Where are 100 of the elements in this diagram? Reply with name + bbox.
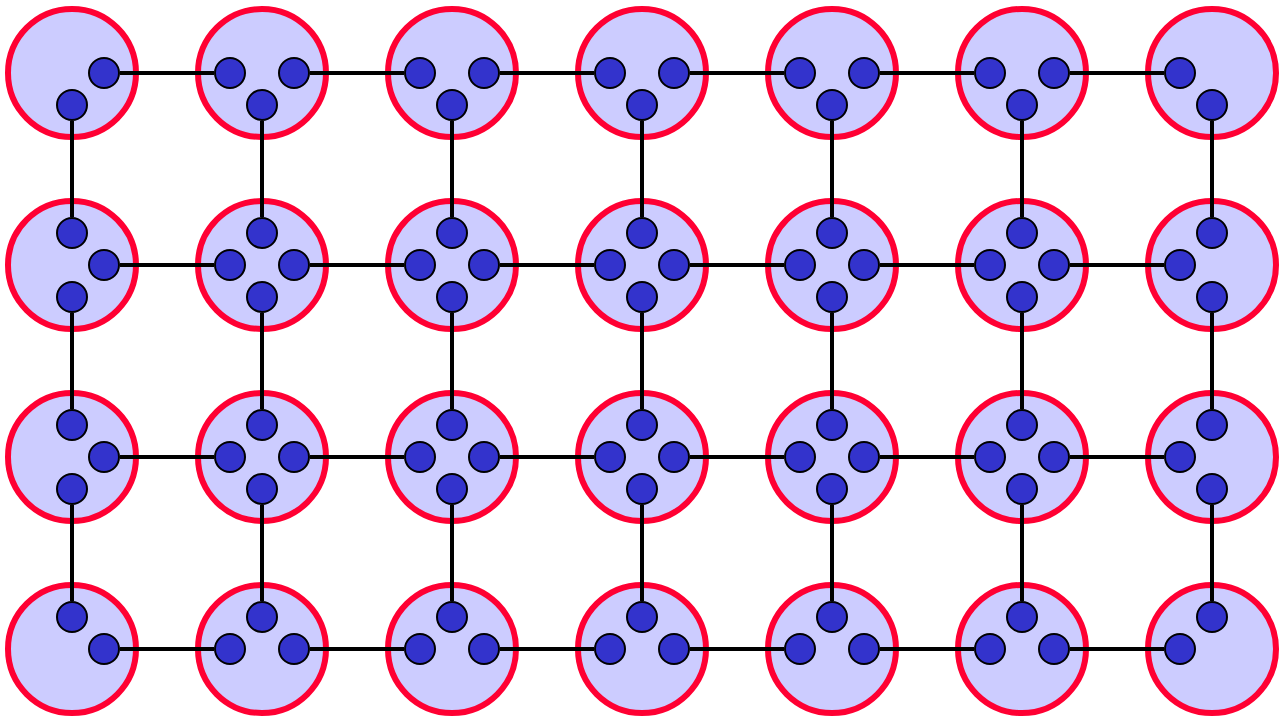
port-circle [974,633,1006,665]
connector-line [120,263,214,267]
port-circle [56,89,88,121]
port-circle [594,249,626,281]
connector-line [260,313,264,409]
port-circle [246,281,278,313]
port-circle [626,217,658,249]
connector-line [1210,505,1214,601]
port-circle [626,409,658,441]
connector-line [500,455,594,459]
port-circle [56,601,88,633]
connector-line [120,455,214,459]
port-circle [974,249,1006,281]
connector-line [880,71,974,75]
connector-line [500,647,594,651]
port-circle [1006,281,1038,313]
port-circle [88,441,120,473]
connector-line [120,71,214,75]
port-circle [594,441,626,473]
connector-line [450,505,454,601]
port-circle [1164,441,1196,473]
port-circle [468,633,500,665]
connector-line [1210,121,1214,217]
port-circle [436,217,468,249]
port-circle [848,57,880,89]
port-circle [848,249,880,281]
port-circle [1164,633,1196,665]
connector-line [70,313,74,409]
connector-line [1020,505,1024,601]
port-circle [404,249,436,281]
connector-line [1070,263,1164,267]
port-circle [594,57,626,89]
port-circle [404,633,436,665]
port-circle [56,281,88,313]
port-circle [436,409,468,441]
connector-line [830,313,834,409]
port-circle [1196,89,1228,121]
connector-line [1210,313,1214,409]
port-circle [278,249,310,281]
connector-line [690,71,784,75]
port-circle [56,473,88,505]
port-circle [658,441,690,473]
port-circle [88,57,120,89]
port-circle [1006,601,1038,633]
port-circle [246,473,278,505]
connector-line [450,313,454,409]
port-circle [436,601,468,633]
port-circle [246,409,278,441]
port-circle [784,633,816,665]
port-circle [214,441,246,473]
connector-line [310,647,404,651]
connector-line [1070,647,1164,651]
port-circle [626,281,658,313]
port-circle [626,473,658,505]
port-circle [1006,89,1038,121]
port-circle [436,473,468,505]
connector-line [310,71,404,75]
port-circle [468,249,500,281]
port-circle [626,601,658,633]
port-circle [784,249,816,281]
port-circle [88,633,120,665]
port-circle [1038,633,1070,665]
port-circle [848,441,880,473]
port-circle [1006,217,1038,249]
connector-line [690,263,784,267]
connector-line [310,263,404,267]
port-circle [278,633,310,665]
port-circle [1164,57,1196,89]
port-circle [1038,249,1070,281]
connector-line [880,455,974,459]
connector-line [880,647,974,651]
connector-line [1070,455,1164,459]
port-circle [658,57,690,89]
port-circle [404,57,436,89]
port-circle [816,217,848,249]
connector-line [260,505,264,601]
port-circle [214,57,246,89]
port-circle [214,249,246,281]
port-circle [56,217,88,249]
port-circle [816,89,848,121]
connector-line [500,71,594,75]
port-circle [56,409,88,441]
connector-line [1070,71,1164,75]
port-circle [214,633,246,665]
connector-line [500,263,594,267]
port-circle [594,633,626,665]
port-circle [1196,601,1228,633]
port-circle [278,57,310,89]
port-circle [1196,217,1228,249]
connector-line [310,455,404,459]
port-circle [1196,473,1228,505]
connector-line [830,505,834,601]
port-circle [246,217,278,249]
port-circle [1006,409,1038,441]
connector-line [260,121,264,217]
port-circle [468,57,500,89]
port-circle [1196,281,1228,313]
connector-line [640,313,644,409]
port-circle [784,441,816,473]
port-circle [278,441,310,473]
